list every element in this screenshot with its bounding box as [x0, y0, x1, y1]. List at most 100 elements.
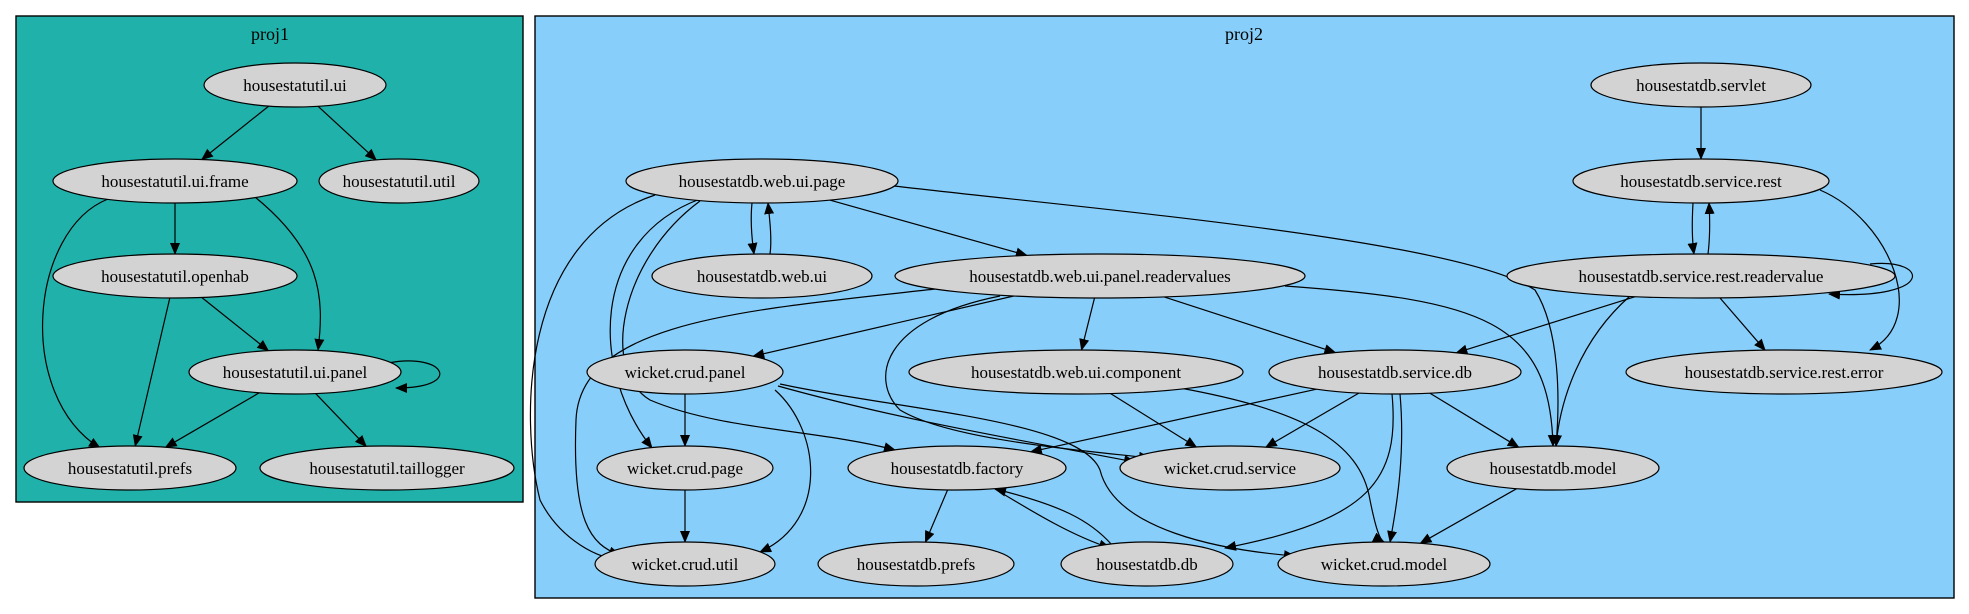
edge-hd_rest-to-hd_readervalue — [1687, 202, 1698, 255]
node-label: housestatdb.service.db — [1318, 363, 1472, 382]
node-ellipse — [52, 158, 298, 204]
cluster-label: proj1 — [251, 24, 289, 44]
cluster-label: proj2 — [1225, 24, 1263, 44]
node-hu_panel[interactable]: housestatutil.ui.panel — [188, 349, 402, 395]
edge-hd_readervalues-to-wc_util — [574, 288, 936, 557]
node-label: wicket.crud.page — [627, 459, 743, 478]
node-ellipse — [1572, 158, 1830, 204]
node-ellipse — [586, 349, 784, 395]
node-hd_servlet[interactable]: housestatdb.servlet — [1590, 62, 1812, 108]
edge-hd_webui-to-hd_page — [764, 202, 775, 255]
node-ellipse — [1446, 445, 1660, 491]
node-ellipse — [1119, 445, 1341, 491]
node-label: housestatutil.ui — [243, 76, 347, 95]
node-ellipse — [596, 445, 774, 491]
node-ellipse — [1625, 349, 1943, 395]
node-label: housestatdb.web.ui.component — [971, 363, 1181, 382]
node-ellipse — [847, 445, 1067, 491]
edges — [41, 105, 1913, 565]
edge-wc_panel-to-wc_util — [759, 389, 812, 553]
node-ellipse — [625, 158, 899, 204]
node-hd_db[interactable]: housestatdb.db — [1060, 541, 1234, 587]
node-hu_prefs[interactable]: housestatutil.prefs — [23, 445, 237, 491]
node-label: housestatdb.web.ui — [697, 267, 828, 286]
edge-hd_page-to-wc_util — [529, 194, 656, 565]
node-ellipse — [203, 62, 387, 108]
node-hu_openhab[interactable]: housestatutil.openhab — [52, 253, 298, 299]
node-hd_prefs[interactable]: housestatdb.prefs — [817, 541, 1015, 587]
edge-hd_readervalue-to-hd_rest — [1704, 202, 1715, 255]
node-hd_readervalues[interactable]: housestatdb.web.ui.panel.readervalues — [894, 253, 1306, 299]
node-hd_model[interactable]: housestatdb.model — [1446, 445, 1660, 491]
edge-hd_servicedb-to-hd_db — [1224, 393, 1394, 551]
edge-hd_readervalue-to-hd_error — [1719, 297, 1766, 351]
edge-hd_readervalues-to-hd_model — [1284, 285, 1558, 447]
node-hu_frame[interactable]: housestatutil.ui.frame — [52, 158, 298, 204]
node-label: housestatutil.prefs — [68, 459, 192, 478]
node-ellipse — [894, 253, 1306, 299]
cluster-proj2: proj2 — [534, 15, 1955, 599]
node-ellipse — [1506, 253, 1896, 299]
edge-hd_servicedb-to-hd_factory — [1029, 388, 1317, 455]
node-hu_tail[interactable]: housestatutil.taillogger — [259, 445, 515, 491]
edge-hu_panel-to-hu_tail — [315, 393, 367, 448]
edge-hd_component-to-wc_service — [1110, 392, 1198, 448]
node-ellipse — [817, 541, 1015, 587]
edge-hd_servicedb-to-wc_service — [1264, 392, 1360, 448]
edge-hu_openhab-to-hu_panel — [201, 297, 270, 352]
node-hd_readervalue[interactable]: housestatdb.service.rest.readervalue — [1506, 253, 1896, 299]
edge-hu_panel-to-hu_prefs — [164, 392, 260, 448]
node-hd_error[interactable]: housestatdb.service.rest.error — [1625, 349, 1943, 395]
edge-hd_page-to-hd_model — [893, 185, 1562, 447]
node-hd_component[interactable]: housestatdb.web.ui.component — [908, 349, 1244, 395]
node-ellipse — [318, 158, 480, 204]
edge-hd_readervalues-to-wc_panel — [752, 295, 1014, 359]
node-ellipse — [1277, 541, 1491, 587]
nodes: housestatutil.ui housestatutil.ui.frame ho… — [23, 62, 1943, 587]
node-wc_panel[interactable]: wicket.crud.panel — [586, 349, 784, 395]
node-hd_page[interactable]: housestatdb.web.ui.page — [625, 158, 899, 204]
node-hd_webui[interactable]: housestatdb.web.ui — [651, 253, 873, 299]
edge-hd_component-to-wc_model — [1179, 387, 1385, 543]
node-wc_util[interactable]: wicket.crud.util — [594, 541, 776, 587]
edge-hd_readervalues-to-wc_service — [885, 295, 1151, 462]
node-ellipse — [1590, 62, 1812, 108]
edge-hd_servicedb-to-wc_model — [1387, 393, 1403, 543]
edge-wc_panel-to-wc_service — [777, 385, 1136, 465]
node-ellipse — [594, 541, 776, 587]
edge-hd_page-to-hd_readervalues — [829, 199, 1028, 258]
edge-hu_openhab-to-hu_prefs — [132, 297, 171, 447]
node-hu_util[interactable]: housestatutil.util — [318, 158, 480, 204]
node-label: housestatdb.service.rest.error — [1685, 363, 1884, 382]
edge-hd_readervalue-to-hd_readervalue — [1828, 262, 1913, 300]
edge-hd_page-to-hd_factory — [622, 200, 896, 453]
edge-hu_ui-to-hu_frame — [201, 105, 270, 161]
node-ellipse — [651, 253, 873, 299]
edge-hd_db-to-hd_factory — [994, 486, 1113, 546]
edge-hd_page-to-hd_webui — [747, 202, 758, 255]
node-hd_servicedb[interactable]: housestatdb.service.db — [1268, 349, 1522, 395]
node-hd_factory[interactable]: housestatdb.factory — [847, 445, 1067, 491]
node-label: housestatutil.openhab — [101, 267, 249, 286]
node-wc_service[interactable]: wicket.crud.service — [1119, 445, 1341, 491]
node-label: housestatdb.service.rest.readervalue — [1579, 267, 1824, 286]
node-ellipse — [908, 349, 1244, 395]
node-label: housestatdb.model — [1489, 459, 1616, 478]
node-label: housestatdb.web.ui.page — [679, 172, 846, 191]
node-label: housestatdb.servlet — [1636, 76, 1766, 95]
node-ellipse — [1060, 541, 1234, 587]
edge-hd_readervalue-to-hd_servicedb — [1455, 296, 1636, 355]
edge-hd_page-to-wc_page — [609, 198, 701, 449]
edge-hd_readervalues-to-hd_servicedb — [1164, 296, 1337, 354]
node-label: housestatdb.service.rest — [1620, 172, 1782, 191]
node-label: housestatdb.factory — [891, 459, 1024, 478]
node-label: housestatutil.ui.frame — [101, 172, 248, 191]
node-hu_ui[interactable]: housestatutil.ui — [203, 62, 387, 108]
node-label: housestatdb.web.ui.panel.readervalues — [969, 267, 1231, 286]
node-label: housestatutil.util — [343, 172, 456, 191]
edge-hd_factory-to-hd_prefs — [924, 489, 949, 544]
node-wc_model[interactable]: wicket.crud.model — [1277, 541, 1491, 587]
node-hd_rest[interactable]: housestatdb.service.rest — [1572, 158, 1830, 204]
node-wc_page[interactable]: wicket.crud.page — [596, 445, 774, 491]
